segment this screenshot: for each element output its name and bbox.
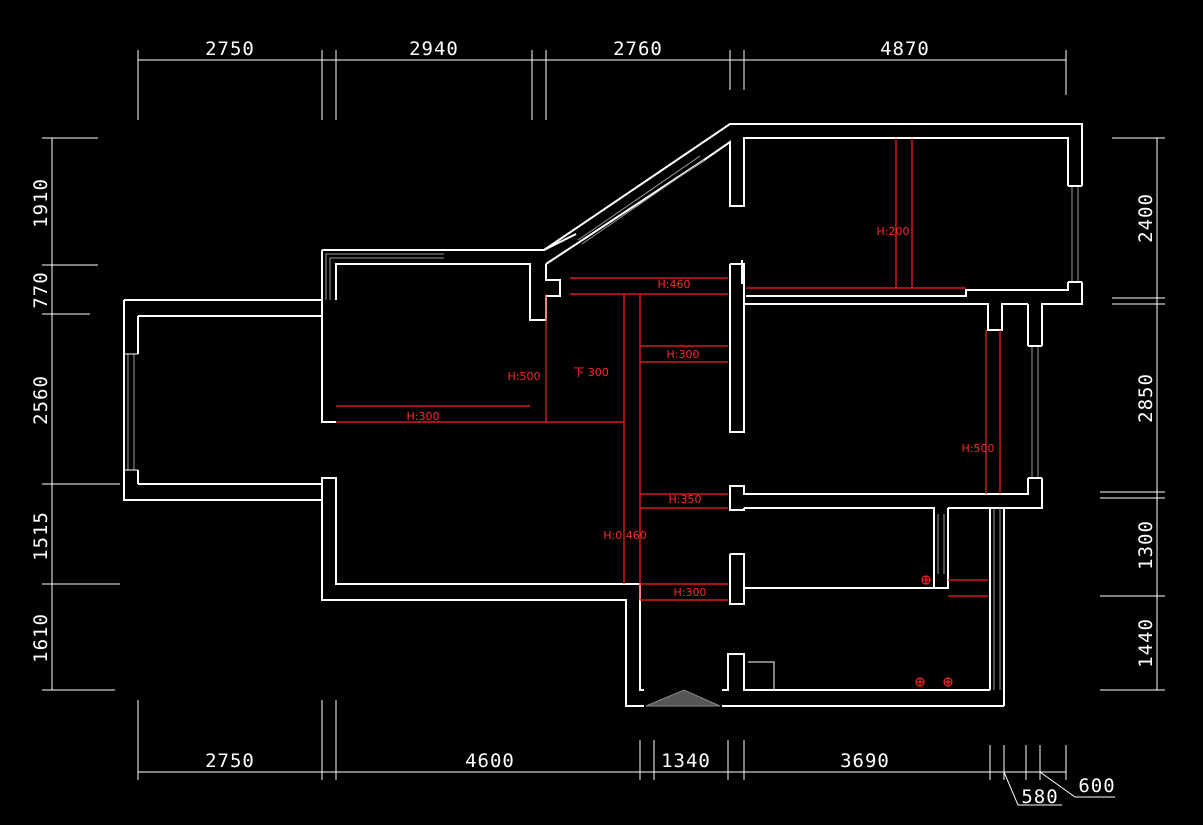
label-h500-right: H:500 (962, 442, 995, 455)
label-h0-460: H:0 460 (603, 529, 646, 542)
label-h200: H:200 (877, 225, 910, 238)
height-labels: H:200 H:460 H:300 H:500 下 300 H:300 H:50… (407, 225, 995, 599)
label-h460-top: H:460 (658, 278, 691, 291)
bottom-dim-3: 1340 (661, 750, 711, 772)
label-h300-c: H:300 (674, 586, 707, 599)
top-dim-2: 2940 (409, 38, 459, 60)
left-dim-3: 2560 (30, 375, 52, 425)
drain-icon (915, 677, 925, 687)
right-dim-4: 1440 (1135, 618, 1157, 668)
bottom-dim-5: 580 (1021, 786, 1058, 808)
top-dimension-chain: 2750 2940 2760 4870 (137, 38, 1067, 120)
top-dim-4: 4870 (880, 38, 930, 60)
right-dimension-chain: 2400 2850 1300 1440 (1100, 137, 1165, 691)
bottom-dim-4: 3690 (840, 750, 890, 772)
label-h300-b: H:300 (407, 410, 440, 423)
top-dim-1: 2750 (205, 38, 255, 60)
bottom-dim-6: 600 (1078, 775, 1115, 797)
top-dim-3: 2760 (613, 38, 663, 60)
bottom-dim-1: 2750 (205, 750, 255, 772)
label-h300-a: H:300 (667, 348, 700, 361)
label-h500-left: H:500 (508, 370, 541, 383)
walls (123, 123, 1083, 707)
drain-icon (943, 677, 953, 687)
height-annotation-lines (336, 138, 1001, 601)
left-dim-4: 1515 (30, 511, 52, 561)
left-dim-2: 770 (30, 271, 52, 308)
bottom-dim-2: 4600 (465, 750, 515, 772)
label-h350: H:350 (669, 493, 702, 506)
label-floor-300: 下 300 (573, 366, 609, 379)
fixture-symbols (915, 575, 953, 687)
right-dim-3: 1300 (1135, 520, 1157, 570)
drain-icon (921, 575, 931, 585)
right-dim-2: 2850 (1135, 373, 1157, 423)
left-dimension-chain: 1910 770 2560 1515 1610 (30, 137, 120, 691)
left-dim-5: 1610 (30, 613, 52, 663)
right-dim-1: 2400 (1135, 193, 1157, 243)
left-dim-1: 1910 (30, 178, 52, 228)
bottom-dimension-chain: 2750 4600 1340 3690 580 600 (137, 700, 1115, 808)
